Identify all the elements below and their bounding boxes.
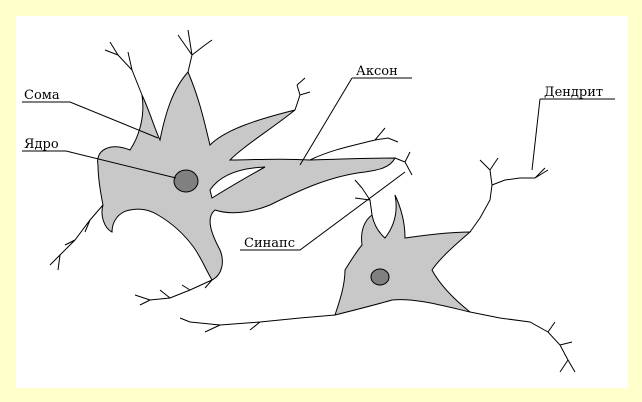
neuron-1-nucleus <box>174 170 198 192</box>
label-synapse: Синапс <box>244 236 295 251</box>
label-axon: Аксон <box>356 64 398 79</box>
neuron-2-nucleus <box>371 269 389 285</box>
label-dendrite: Дендрит <box>544 85 603 100</box>
label-soma: Сома <box>24 88 60 103</box>
neuron-2-body <box>335 195 470 315</box>
leader-dendrite <box>532 99 615 170</box>
label-nucleus: Ядро <box>24 137 59 152</box>
axon-branch <box>310 128 398 160</box>
leader-axon <box>300 78 412 165</box>
leader-soma <box>22 102 158 138</box>
